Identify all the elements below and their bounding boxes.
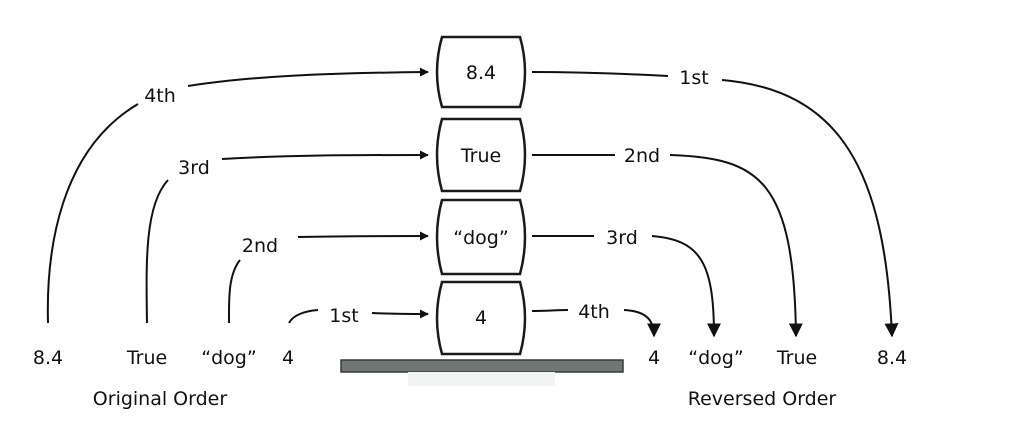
stack-box (435, 117, 527, 193)
original-item: True (126, 347, 167, 369)
reversed-item: 4 (648, 347, 660, 369)
original-item: 4 (282, 347, 294, 369)
push-label-2nd: 2nd (242, 235, 278, 257)
pop-arrow-4th-tail (623, 309, 661, 338)
push-arrow-2nd (227, 259, 241, 324)
original-order-row: 8.4 True “dog” 4 (33, 347, 294, 369)
stack-item-2: True (435, 117, 527, 193)
pop-label-3rd: 3rd (606, 227, 638, 249)
stack-box (435, 198, 527, 276)
push-label-1st: 1st (329, 305, 358, 327)
stack-base (340, 359, 624, 373)
push-label-3rd: 3rd (178, 157, 210, 179)
pop-label-2nd: 2nd (624, 145, 660, 167)
push-arrow-1st (288, 309, 319, 324)
push-arrow-3rd-head (221, 150, 429, 160)
stack-item-4: 4 (435, 280, 527, 356)
pop-arrow-4th (531, 309, 569, 312)
stack-item-label: 4 (475, 307, 487, 329)
reversed-item: 8.4 (877, 347, 907, 369)
original-order-caption: Original Order (93, 388, 228, 410)
pop-arrow-2nd-tail (669, 154, 803, 338)
stack-box (435, 280, 527, 356)
push-arrow-4th (46, 103, 139, 324)
original-item: 8.4 (33, 347, 63, 369)
original-item: “dog” (201, 347, 256, 369)
stack-item-3: “dog” (435, 198, 527, 276)
reversed-order-caption: Reversed Order (688, 388, 837, 410)
reversed-order-row: 4 “dog” True 8.4 (648, 347, 907, 369)
stack-item-label: True (460, 145, 501, 167)
pop-label-4th: 4th (578, 301, 610, 323)
push-arrow-4th-head (187, 67, 429, 87)
stack-item-label: 8.4 (466, 62, 496, 84)
reversed-item: “dog” (688, 347, 743, 369)
stack-item-label: “dog” (453, 227, 508, 249)
push-arrow-1st-head (371, 309, 429, 319)
stack-box (435, 35, 527, 109)
push-arrow-3rd (145, 179, 169, 324)
pop-arrow-1st-tail (721, 79, 899, 338)
stack-base-shadow (408, 372, 555, 386)
reversed-item: True (776, 347, 817, 369)
pop-label-1st: 1st (679, 67, 708, 89)
pop-arrow-1st (531, 71, 669, 77)
pop-arrow-3rd-tail (651, 235, 721, 338)
push-label-4th: 4th (144, 85, 176, 107)
push-arrow-2nd-head (297, 231, 429, 241)
stack-item-1: 8.4 (435, 35, 527, 109)
